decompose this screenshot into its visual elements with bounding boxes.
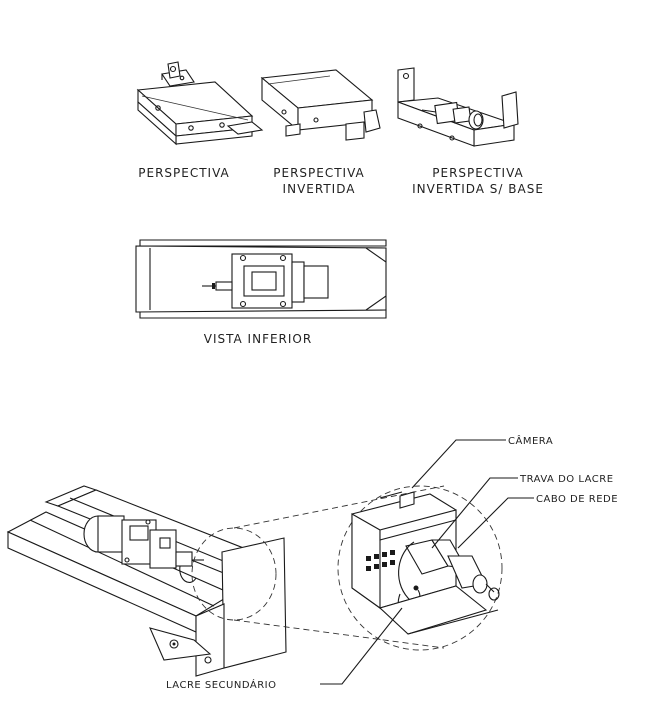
connector-pins [366,550,395,571]
callout-lacre-secundario: LACRE SECUNDÁRIO [166,678,276,691]
label-perspectiva-invertida-2: INVERTIDA [283,182,356,196]
vista-inferior-drawing [135,239,387,319]
label-perspectiva-sem-base-1: PERSPECTIVA [432,166,524,180]
perspectiva-invertida-drawing [260,69,381,141]
callout-trava-do-lacre: TRAVA DO LACRE [519,474,614,485]
callout-cabo-de-rede: CABO DE REDE [536,494,618,505]
label-perspectiva-invertida-1: PERSPECTIVA [273,166,365,180]
callout-leaders [320,439,534,685]
label-vista-inferior: VISTA INFERIOR [204,332,312,346]
perspectiva-drawing [136,61,264,146]
detail-assembly-drawing [6,485,503,677]
perspectiva-sem-base-drawing [397,67,519,147]
label-perspectiva-sem-base-2: INVERTIDA S/ BASE [412,182,544,196]
zoom-detail-drawing [351,491,500,635]
label-perspectiva: PERSPECTIVA [138,166,230,180]
callout-camera: CÂMERA [508,434,553,447]
